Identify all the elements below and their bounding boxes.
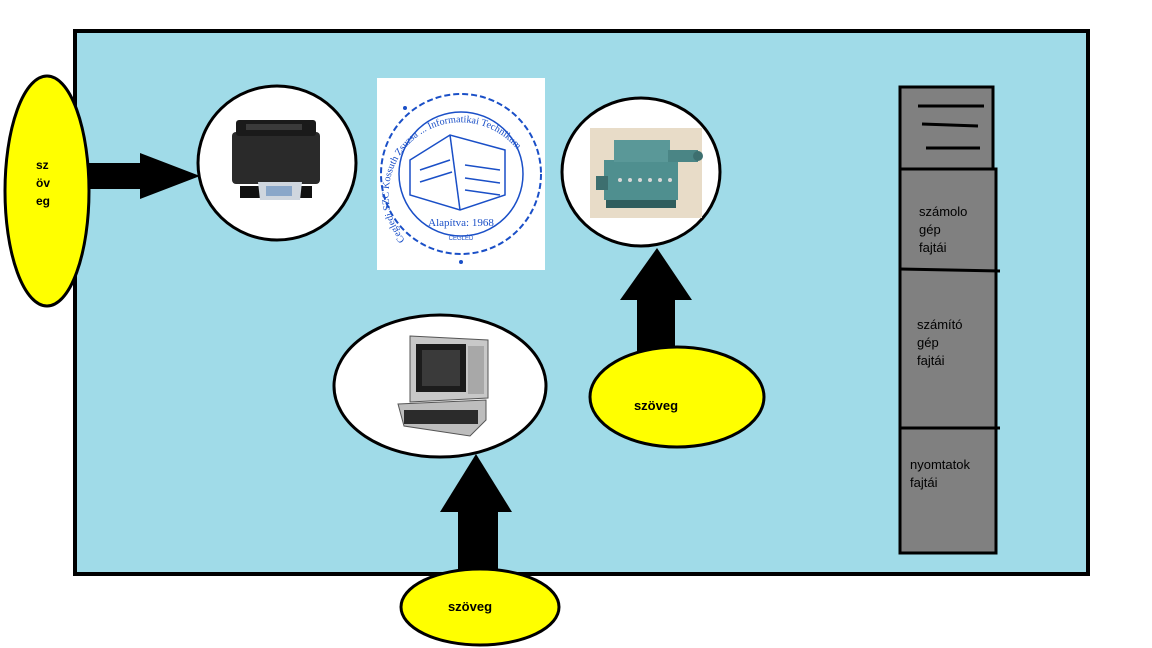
middle-text-bubble (588, 345, 766, 449)
left-bubble-text: sz öv eg (36, 158, 51, 208)
side-item-computer-types: számító gép fajtái (917, 317, 963, 368)
stamp-city-text: CEGLÉD (449, 235, 474, 242)
arrow-right (86, 153, 200, 199)
bottom-text-bubble (399, 567, 561, 647)
side-item-printer-types: nyomtatok fajtái (910, 457, 970, 490)
side-panel (898, 85, 1001, 555)
side-panel-header (898, 85, 995, 171)
printer-icon (232, 120, 320, 200)
side-panel-body (898, 167, 998, 555)
middle-bubble-text: szöveg (633, 398, 679, 413)
computer-terminal-icon (397, 335, 489, 437)
bottom-bubble-text: szöveg (447, 599, 493, 614)
arrow-up-calculator (620, 248, 692, 354)
mechanical-calculator-icon (590, 128, 703, 218)
side-item-calculator-types: számolo gép fajtái (919, 204, 968, 255)
left-text-bubble (3, 74, 91, 308)
stamp-founded-text: Alapítva: 1968 (428, 217, 494, 229)
arrow-up-terminal (440, 454, 512, 578)
